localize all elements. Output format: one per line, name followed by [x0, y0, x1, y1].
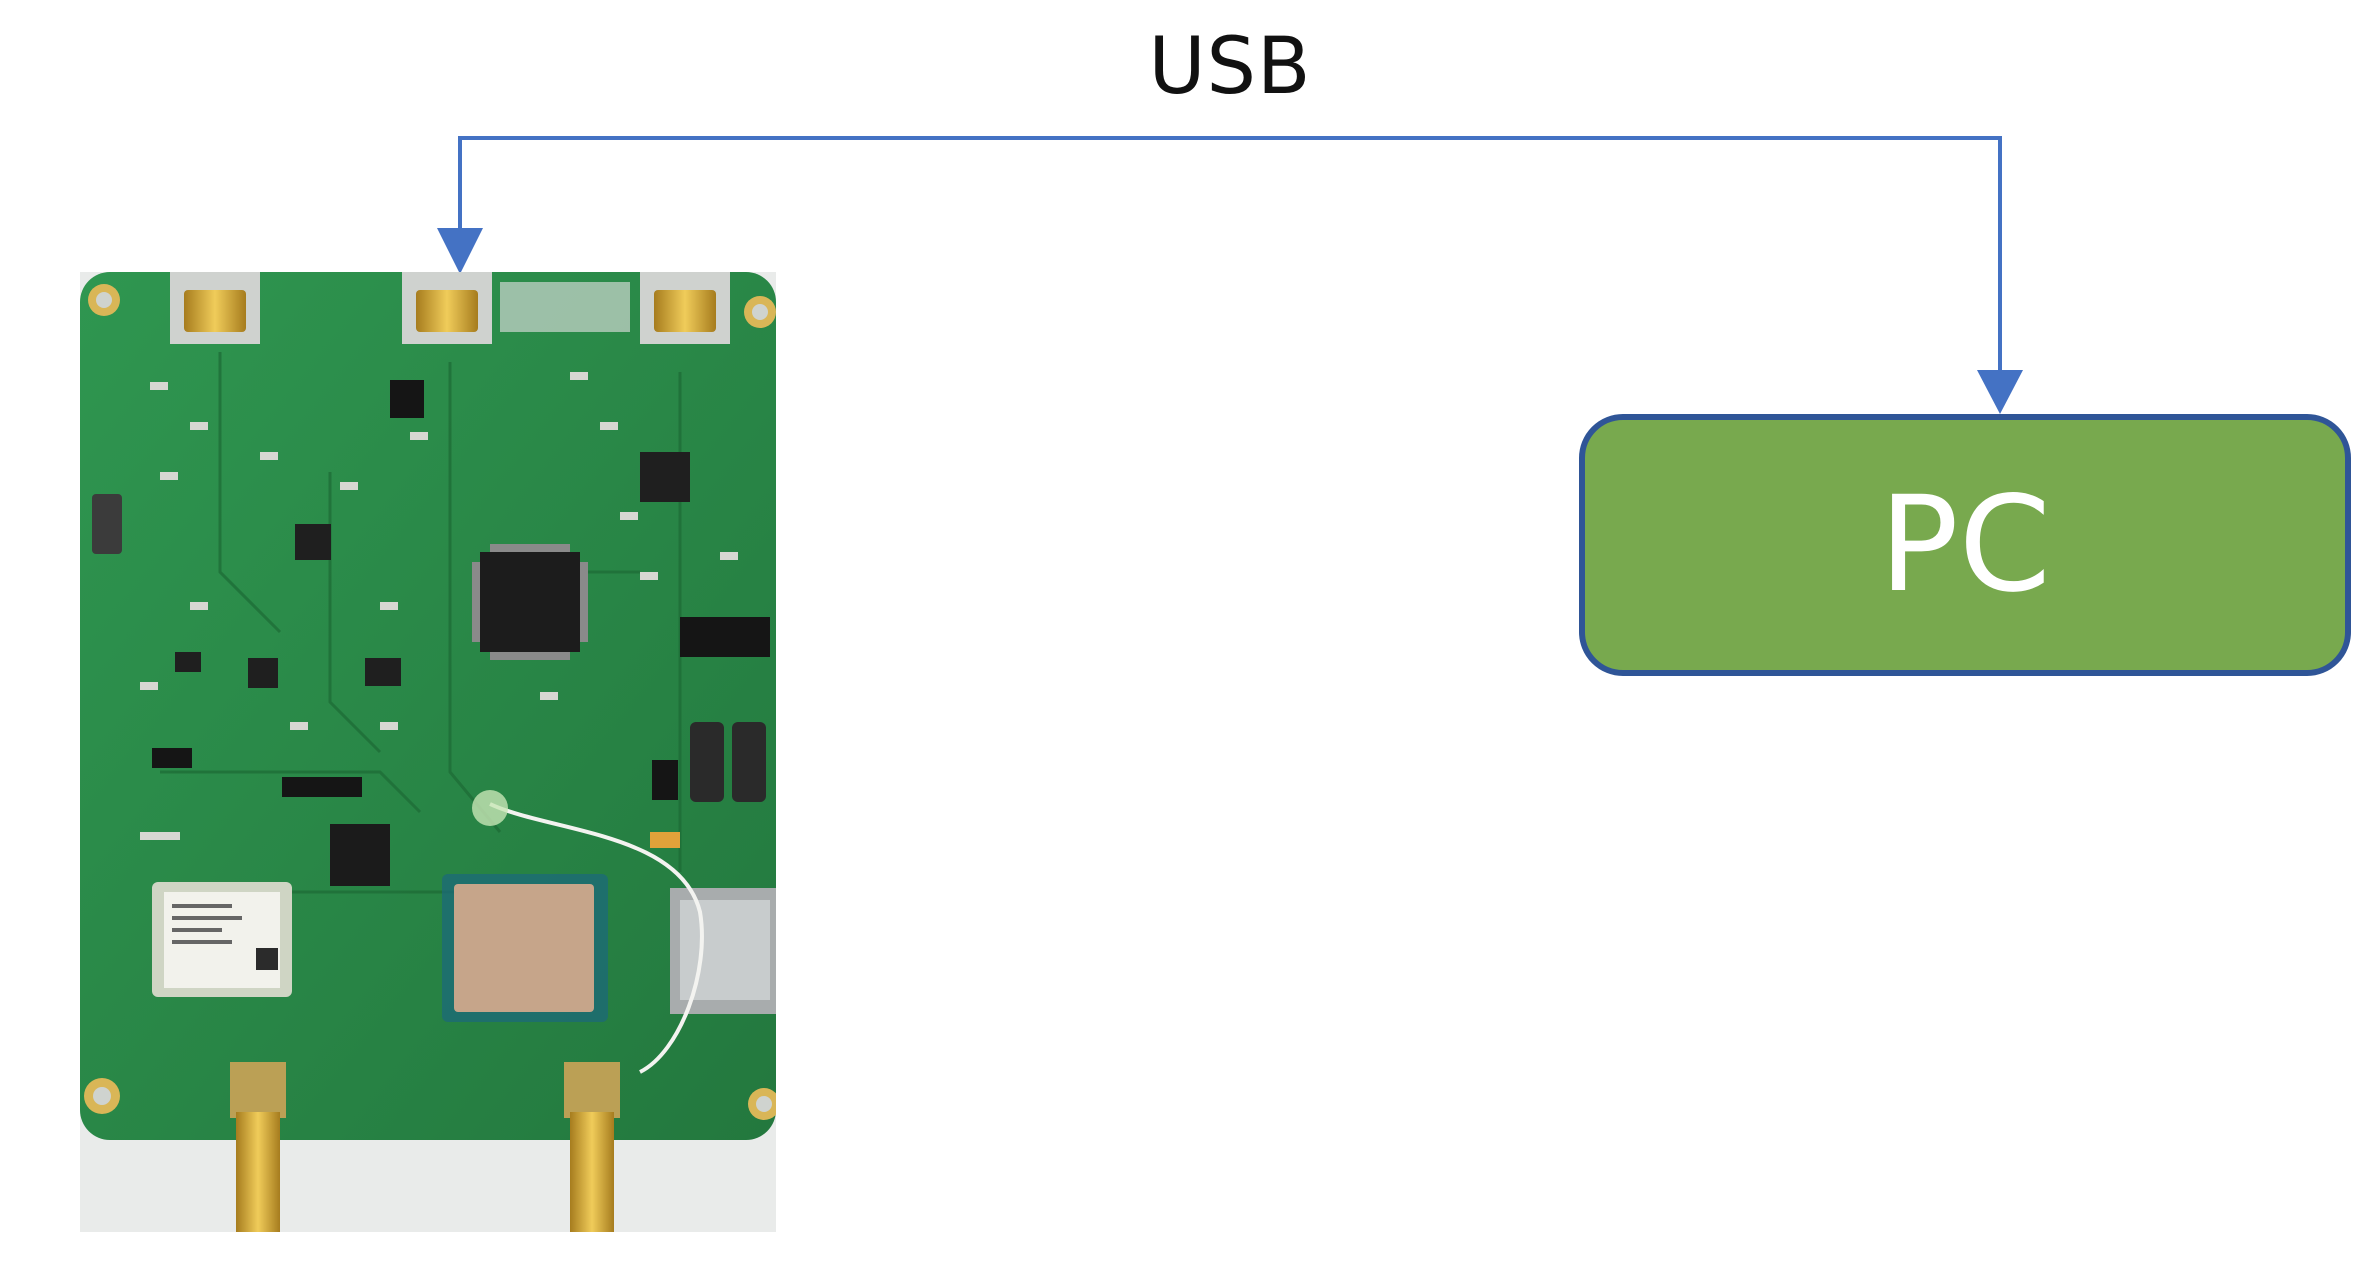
pcb-board-image [80, 272, 776, 1232]
usb-connector-path [458, 136, 2002, 385]
usb-port-right [640, 272, 730, 344]
sma-connector-left [230, 1062, 286, 1232]
pc-label: PC [1879, 468, 2051, 622]
usb-label: USB [1148, 22, 1312, 112]
gnss-module [152, 882, 292, 997]
pc-box: PC [1579, 414, 2351, 676]
cellular-module [442, 874, 608, 1022]
mcu-chip [480, 552, 580, 652]
arrowhead-to-pc [1977, 370, 2023, 414]
arrowhead-to-board [437, 228, 483, 274]
sma-connector-right [564, 1062, 620, 1232]
usb-port-center [402, 272, 492, 344]
usb-port-left [170, 272, 260, 344]
